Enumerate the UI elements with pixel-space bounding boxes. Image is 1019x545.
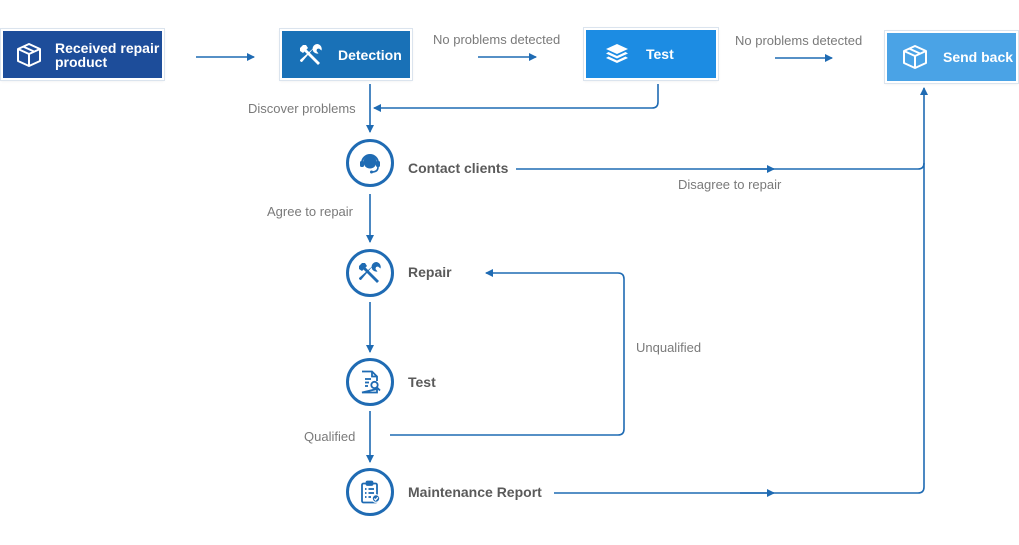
tools-icon bbox=[358, 262, 381, 283]
tools-icon bbox=[299, 43, 322, 65]
step-send-back: Send back bbox=[885, 31, 1018, 83]
document-search-icon bbox=[361, 370, 381, 394]
step-label: Test bbox=[646, 46, 674, 62]
edge-label-discover-problems: Discover problems bbox=[248, 101, 356, 116]
line-contact-to-send-back bbox=[516, 162, 925, 170]
node-test bbox=[346, 358, 394, 406]
edge-label-no-problems-1: No problems detected bbox=[433, 32, 561, 47]
layers-icon bbox=[606, 44, 628, 63]
arrow-test-back-to-discover bbox=[373, 84, 659, 112]
edge-label-unqualified: Unqualified bbox=[636, 340, 702, 355]
edge-label-no-problems-2: No problems detected bbox=[735, 33, 863, 48]
node-repair bbox=[346, 249, 394, 297]
node-label-maintenance-report: Maintenance Report bbox=[408, 484, 542, 500]
step-label: Send back bbox=[943, 49, 1014, 65]
node-maintenance-report bbox=[346, 468, 394, 516]
step-test: Test bbox=[584, 28, 718, 80]
step-label: Received repair product bbox=[55, 39, 160, 70]
line-report-to-send-back bbox=[554, 87, 928, 494]
node-label-contact-clients: Contact clients bbox=[408, 160, 509, 176]
node-label-repair: Repair bbox=[408, 264, 452, 280]
node-contact-clients bbox=[346, 139, 394, 187]
edge-label-disagree-to-repair: Disagree to repair bbox=[678, 177, 782, 192]
node-label-test: Test bbox=[408, 374, 436, 390]
box-icon bbox=[903, 45, 927, 69]
step-detection: Detection bbox=[280, 29, 412, 80]
arrow-unqualified-loop bbox=[390, 269, 625, 436]
step-label: Detection bbox=[338, 46, 402, 63]
step-received-repair-product: Received repair product bbox=[1, 29, 164, 80]
clipboard-check-icon bbox=[361, 480, 381, 504]
edge-label-qualified: Qualified bbox=[304, 429, 356, 444]
box-icon bbox=[17, 42, 41, 67]
headset-icon bbox=[360, 154, 380, 174]
edge-label-agree-to-repair: Agree to repair bbox=[267, 204, 353, 219]
